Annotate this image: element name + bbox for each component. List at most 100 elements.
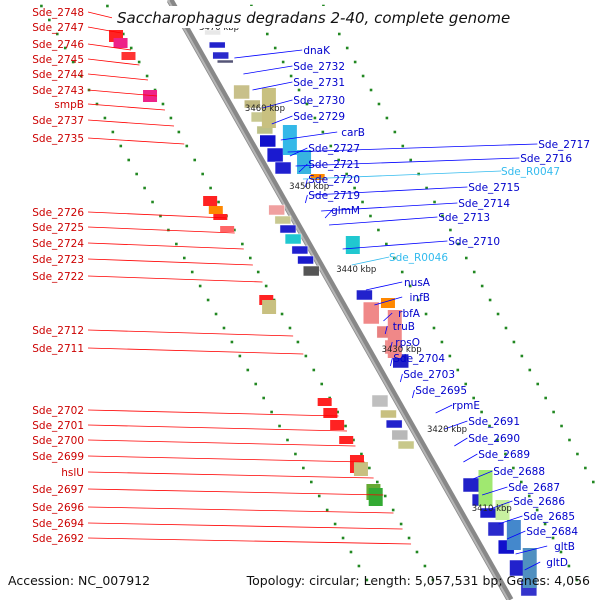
tick-dot-2 xyxy=(289,74,293,78)
tick-dot-1 xyxy=(312,368,316,372)
gene-block-28 xyxy=(462,477,480,493)
tick-dot-2 xyxy=(456,368,460,372)
left-leader xyxy=(87,137,185,145)
tick-dot-2 xyxy=(512,466,515,470)
left-feature-6 xyxy=(213,214,228,220)
tick-dot-1 xyxy=(233,228,236,232)
gene-block-15 xyxy=(291,245,309,255)
tick-dot-0 xyxy=(254,382,258,386)
right-gene-label: gltD xyxy=(546,557,568,569)
tick-dot-2 xyxy=(527,494,531,498)
tick-dot-0 xyxy=(71,60,75,64)
tick-dot-1 xyxy=(375,480,379,484)
tick-dot-1 xyxy=(209,186,212,190)
scale-label: 3430 kbp xyxy=(382,345,422,355)
tick-dot-0 xyxy=(40,4,43,8)
tick-dot-2 xyxy=(369,214,372,218)
right-leader xyxy=(287,143,538,153)
left-leader xyxy=(87,211,227,219)
tick-dot-1 xyxy=(217,200,220,204)
gene-block-2 xyxy=(212,51,229,60)
tick-dot-2 xyxy=(543,522,547,526)
tick-dot-3 xyxy=(536,382,540,386)
left-leader xyxy=(87,89,158,97)
gene-block-4 xyxy=(233,84,250,100)
right-gene-label: rpsO xyxy=(395,337,420,349)
tick-dot-3 xyxy=(504,326,508,330)
left-feature-4 xyxy=(203,196,218,206)
right-leader xyxy=(383,312,393,322)
tick-dot-1 xyxy=(336,410,339,414)
right-gene-label: Sde_2715 xyxy=(468,182,520,194)
tick-dot-1 xyxy=(360,452,363,456)
right-gene-label: Sde_2720 xyxy=(308,174,360,186)
tick-dot-1 xyxy=(431,578,435,582)
title-background xyxy=(112,6,488,28)
left-leader xyxy=(87,58,140,66)
gene-block-3 xyxy=(216,59,234,64)
tick-dot-3 xyxy=(385,116,389,120)
right-gene-label: Sde_2717 xyxy=(538,139,590,151)
gene-block-10 xyxy=(274,161,292,175)
right-gene-label: Sde_2732 xyxy=(293,61,345,73)
tick-dot-2 xyxy=(377,228,380,232)
tick-dot-0 xyxy=(79,74,83,78)
tick-dot-0 xyxy=(55,32,59,36)
left-feature-5 xyxy=(208,206,223,214)
right-leader xyxy=(243,65,293,75)
tick-dot-3 xyxy=(393,130,397,134)
tick-dot-3 xyxy=(560,424,563,428)
tick-dot-1 xyxy=(407,536,411,540)
right-gene-label: Sde_2687 xyxy=(508,482,560,494)
right-leader xyxy=(472,470,493,480)
tick-dot-3 xyxy=(425,186,428,190)
gene-block-5 xyxy=(244,99,261,109)
right-gene-label: gltB xyxy=(554,541,575,553)
tick-dot-0 xyxy=(198,284,202,288)
left-gene-label: Sde_2725 xyxy=(32,222,84,234)
tick-dot-3 xyxy=(361,74,365,78)
tick-dot-2 xyxy=(361,200,364,204)
right-leader xyxy=(412,389,415,399)
tick-dot-2 xyxy=(353,186,356,190)
tick-dot-1 xyxy=(129,46,133,50)
tick-dot-1 xyxy=(201,172,204,176)
right-gene-label: Sde_2727 xyxy=(308,143,360,155)
right-leader xyxy=(305,178,308,188)
tick-dot-3 xyxy=(377,102,381,106)
tick-dot-0 xyxy=(357,564,361,568)
gene-block-11 xyxy=(268,204,285,216)
gene-block-12 xyxy=(274,215,292,225)
gene-block-31 xyxy=(487,521,505,537)
left-feature-12 xyxy=(330,420,345,430)
tick-dot-0 xyxy=(349,550,353,554)
left-leader xyxy=(87,119,175,127)
tick-dot-0 xyxy=(294,452,297,456)
left-gene-label: smpB xyxy=(54,99,84,111)
gene-block-17 xyxy=(302,265,320,277)
tick-dot-0 xyxy=(270,410,273,414)
tick-dot-2 xyxy=(472,396,475,400)
left-feature-15 xyxy=(353,462,368,476)
right-gene-label: truB xyxy=(393,321,415,333)
tick-dot-3 xyxy=(409,158,413,162)
left-gene-label: Sde_2700 xyxy=(32,435,84,447)
right-gene-label: Sde_2703 xyxy=(403,369,455,381)
right-gene-label: Sde_2716 xyxy=(520,153,572,165)
right-leader xyxy=(312,186,468,196)
gene-block-1 xyxy=(208,41,226,49)
tick-dot-2 xyxy=(297,88,301,92)
right-leader xyxy=(305,194,308,204)
left-leader xyxy=(87,73,148,81)
right-gene-label: Sde_2719 xyxy=(308,190,360,202)
tick-dot-2 xyxy=(416,298,420,302)
tick-dot-2 xyxy=(400,270,404,274)
tick-dot-0 xyxy=(309,480,313,484)
tick-dot-0 xyxy=(111,130,115,134)
tick-dot-3 xyxy=(552,410,555,414)
inner-feature-10 xyxy=(522,548,537,588)
tick-rings xyxy=(40,4,595,582)
backbone-line xyxy=(166,0,514,600)
right-leader xyxy=(252,81,293,91)
